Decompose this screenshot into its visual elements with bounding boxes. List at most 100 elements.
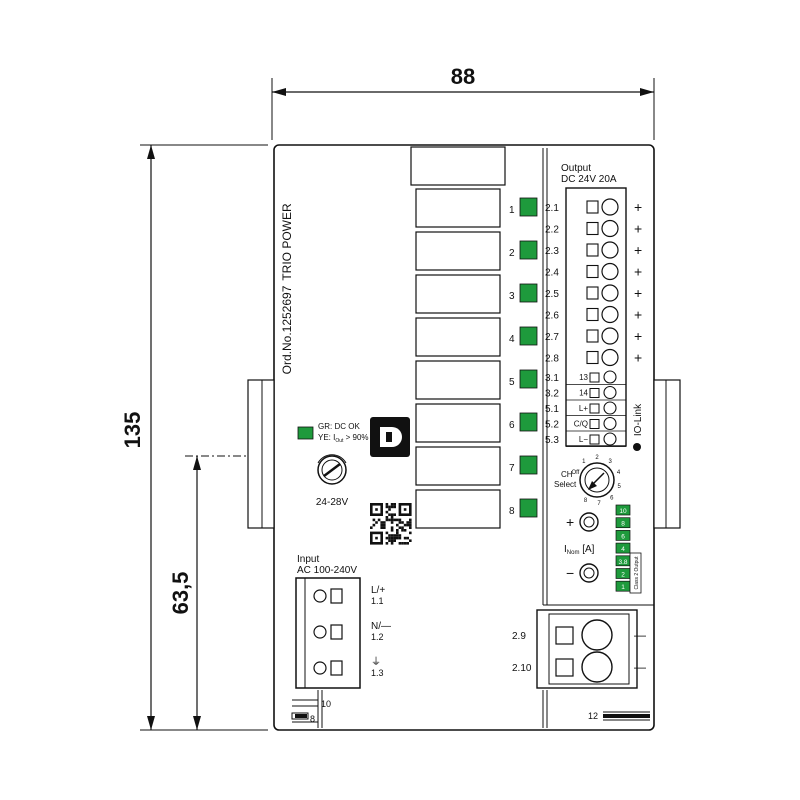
- output-screw-2.6[interactable]: [601, 305, 619, 324]
- secondary-polarity-2: —: [634, 660, 646, 674]
- signal-screw-5.3[interactable]: [603, 432, 617, 446]
- qr-code-icon: [370, 503, 412, 545]
- input-terminal-num-2: 1.2: [371, 632, 384, 642]
- channel-module-1: [415, 188, 501, 228]
- secondary-terminal-num-1: 2.9: [512, 631, 526, 642]
- secondary-polarity-1: —: [634, 628, 646, 642]
- input-screw-3[interactable]: [313, 661, 327, 675]
- dial-label-7: 7: [597, 501, 601, 507]
- channel-led-2: [519, 240, 538, 260]
- product-name: TRIO POWER: [280, 203, 294, 281]
- current-level-label-3.8: 3.8: [618, 559, 627, 566]
- output-terminal-num-2.3: 2.3: [545, 246, 559, 257]
- dial-label-3: 3: [609, 459, 613, 465]
- signal-clamp-5.1: [589, 403, 600, 414]
- output-terminal-num-2.6: 2.6: [545, 311, 559, 322]
- input-clamp-2: [330, 624, 343, 640]
- channel-number-6: 6: [509, 420, 515, 431]
- rail-dimension: 63,5: [168, 455, 280, 730]
- input-screw-1[interactable]: [313, 589, 327, 603]
- output-screw-2.2[interactable]: [601, 219, 619, 238]
- voltage-potentiometer[interactable]: [317, 454, 347, 485]
- channel-select-line1: CH: [561, 470, 573, 479]
- signal-clamp-5.3: [589, 434, 600, 445]
- current-increase-button[interactable]: [579, 512, 599, 532]
- current-level-label-6: 6: [621, 533, 625, 540]
- current-level-led-8: [615, 517, 631, 529]
- bottom-right-marks: [603, 711, 650, 721]
- svg-text:IO-Link: IO-Link: [633, 403, 644, 436]
- current-level-led-6: [615, 530, 631, 541]
- output-terminal-num-2.8: 2.8: [545, 354, 559, 365]
- signal-clamp-3.1: [589, 372, 600, 383]
- height-dimension: 135: [120, 144, 268, 731]
- output-screw-2.5[interactable]: [601, 284, 619, 302]
- output-clamp-2.1: [586, 200, 599, 214]
- channel-led-6: [519, 412, 538, 432]
- current-level-led-4: [615, 542, 631, 554]
- output-clamp-2.3: [586, 243, 599, 257]
- output-clamp-2.5: [586, 286, 599, 300]
- output-screw-2.7[interactable]: [601, 327, 619, 345]
- width-dimension: 88: [271, 64, 655, 140]
- output-screw-2.8[interactable]: [601, 348, 619, 367]
- secondary-screw-2[interactable]: [581, 651, 613, 683]
- input-terminal-name-1: L/+: [371, 585, 385, 596]
- signal-screw-3.2[interactable]: [603, 385, 617, 400]
- channel-select-dial[interactable]: [579, 462, 615, 498]
- channel-led-3: [519, 283, 538, 303]
- secondary-screw-1[interactable]: [581, 619, 613, 651]
- current-plus-label: +: [566, 514, 574, 530]
- channel-number-4: 4: [509, 334, 515, 345]
- dial-label-2: 2: [595, 455, 599, 461]
- dial-label-5: 5: [618, 484, 622, 490]
- width-label: 88: [451, 64, 475, 89]
- channel-number-3: 3: [509, 291, 515, 302]
- dial-label-1: 1: [582, 459, 586, 465]
- signal-terminal-num-3.2: 3.2: [545, 389, 559, 400]
- output-rating: DC 24V 20A: [561, 174, 617, 185]
- bottom-left-marks: [291, 699, 318, 723]
- signal-screw-5.2[interactable]: [603, 416, 617, 431]
- output-terminal-num-2.4: 2.4: [545, 268, 559, 279]
- output-polarity-2.8: +: [634, 350, 642, 366]
- phoenix-contact-logo-icon: [370, 417, 410, 457]
- status-led-line2: YE: IOut > 90%: [318, 433, 369, 444]
- signal-terminal-label-5.2: C/Q: [574, 420, 588, 429]
- signal-terminal-label-3.2: 14: [579, 389, 588, 398]
- input-clamp-1: [330, 588, 343, 604]
- channel-module-5: [415, 360, 501, 400]
- secondary-clamp-2: [555, 658, 574, 677]
- output-screw-2.4[interactable]: [601, 262, 619, 281]
- output-title: Output: [561, 163, 591, 174]
- output-clamp-2.4: [586, 264, 599, 279]
- signal-screw-5.1[interactable]: [603, 401, 617, 415]
- output-clamp-2.7: [586, 329, 599, 343]
- output-screw-2.1[interactable]: [601, 198, 619, 216]
- output-screw-2.3[interactable]: [601, 241, 619, 259]
- current-level-label-8: 8: [621, 521, 625, 528]
- signal-clamp-5.2: [589, 419, 600, 429]
- channel-module-8: [415, 489, 501, 529]
- channel-led-5: [519, 369, 538, 389]
- output-polarity-2.3: +: [634, 242, 642, 258]
- current-minus-label: −: [566, 565, 574, 581]
- output-terminal-num-2.7: 2.7: [545, 332, 559, 343]
- channel-led-4: [519, 326, 538, 346]
- signal-terminal-num-5.2: 5.2: [545, 420, 559, 431]
- signal-screw-3.1[interactable]: [603, 370, 617, 384]
- input-terminal-num-1: 1.1: [371, 596, 384, 606]
- class-2-output-label: Class 2 Output: [634, 556, 640, 590]
- output-polarity-2.1: +: [634, 199, 642, 215]
- output-polarity-2.6: +: [634, 307, 642, 323]
- output-polarity-2.4: +: [634, 264, 642, 280]
- current-decrease-button[interactable]: [579, 563, 599, 583]
- input-terminal-num-3: 1.3: [371, 668, 384, 678]
- signal-terminal-num-5.1: 5.1: [545, 404, 559, 415]
- output-polarity-2.2: +: [634, 221, 642, 237]
- signal-terminal-num-5.3: 5.3: [545, 435, 559, 446]
- bottom-left-top-label: 10: [321, 699, 331, 709]
- input-screw-2[interactable]: [313, 625, 327, 639]
